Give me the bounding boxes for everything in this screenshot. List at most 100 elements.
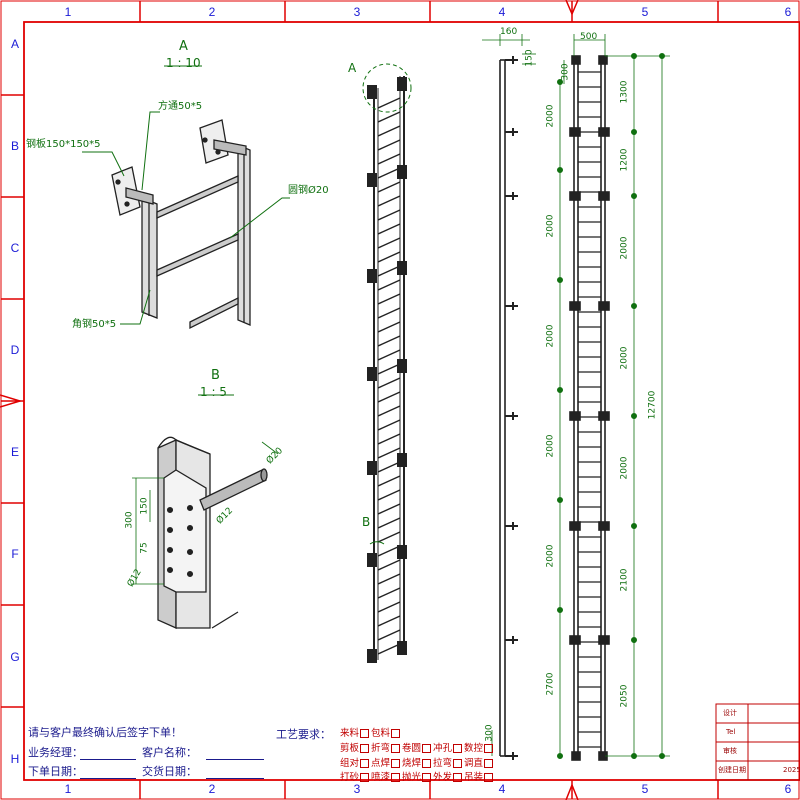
iso-rung xyxy=(377,335,401,347)
process-checkbox[interactable] xyxy=(453,744,463,754)
title-block-created: 创建日期 xyxy=(718,766,746,774)
front-dim-total: 12700 xyxy=(647,390,658,420)
detail-b-title: B xyxy=(211,368,220,383)
front-dim-dot-left xyxy=(557,386,564,393)
process-checkbox[interactable] xyxy=(484,744,494,754)
process-checkbox[interactable] xyxy=(422,744,432,754)
front-dim-dot-total xyxy=(659,53,666,60)
process-option-label: 包料 xyxy=(371,728,391,739)
row-label-g: G xyxy=(10,650,20,664)
process-option[interactable]: 抛光 xyxy=(402,773,432,783)
process-option[interactable]: 打砂 xyxy=(340,772,370,783)
row-label-e: E xyxy=(10,445,20,459)
process-option[interactable]: 数控 xyxy=(464,744,494,754)
process-checkbox[interactable] xyxy=(360,729,370,739)
detail-a-title: A xyxy=(179,39,188,54)
manager-label: 业务经理： xyxy=(28,746,83,759)
process-option[interactable]: 冲孔 xyxy=(433,744,463,754)
front-dim-dot-left xyxy=(557,79,564,86)
front-dim-right-3: 2000 xyxy=(619,236,630,260)
iso-rung xyxy=(377,321,401,333)
front-dim-dot-left xyxy=(557,607,564,614)
front-dim-right-7: 2050 xyxy=(619,684,630,708)
iso-rung xyxy=(377,363,401,375)
process-option-label: 卷圆 xyxy=(402,743,422,754)
front-dim-dot-left xyxy=(557,496,564,503)
process-checkbox[interactable] xyxy=(360,773,370,783)
side-dim-300-top: 300 xyxy=(560,63,571,81)
confirm-note: 请与客户最终确认后签字下单！ xyxy=(28,726,182,739)
front-bracket-right xyxy=(598,521,610,531)
front-dim-right-6: 2100 xyxy=(619,568,630,592)
process-checkbox[interactable] xyxy=(484,759,494,769)
iso-rung xyxy=(377,405,401,417)
col-label-2-top: 2 xyxy=(208,5,216,19)
iso-rung xyxy=(377,461,401,473)
process-option-label: 来料 xyxy=(340,728,360,739)
process-option[interactable]: 调直 xyxy=(464,759,494,769)
col-label-4-top: 4 xyxy=(498,5,506,19)
front-dim-left-1: 2000 xyxy=(545,104,556,128)
process-option[interactable]: 来料 xyxy=(340,728,370,739)
process-option[interactable]: 包料 xyxy=(371,728,401,739)
process-option-label: 打砂 xyxy=(340,772,360,783)
customer-label: 客户名称： xyxy=(142,746,197,759)
process-checkbox[interactable] xyxy=(391,759,401,769)
front-bracket-left xyxy=(569,191,581,201)
iso-bracket-left xyxy=(367,649,377,663)
process-option[interactable]: 吊装 xyxy=(464,773,494,783)
title-block-created-value: 2025 xyxy=(783,766,800,774)
process-option[interactable]: 点焊 xyxy=(371,759,401,769)
front-bracket-left xyxy=(569,635,581,645)
process-checkbox[interactable] xyxy=(360,759,370,769)
process-option[interactable]: 剪板 xyxy=(340,743,370,754)
process-checkbox[interactable] xyxy=(453,773,463,783)
process-checkbox[interactable] xyxy=(422,773,432,783)
iso-rung xyxy=(377,615,401,627)
front-dim-left-2: 2000 xyxy=(545,214,556,238)
front-bracket-right xyxy=(598,301,610,311)
process-option[interactable]: 拉弯 xyxy=(433,759,463,769)
iso-rung xyxy=(377,629,401,641)
process-checkbox[interactable] xyxy=(484,773,494,783)
process-checkbox[interactable] xyxy=(391,773,401,783)
iso-rung xyxy=(377,139,401,151)
detail-b-marker-label: B xyxy=(362,515,371,529)
front-bracket-left xyxy=(569,411,581,421)
process-checkbox[interactable] xyxy=(422,759,432,769)
process-checkbox[interactable] xyxy=(391,729,401,739)
process-checkbox[interactable] xyxy=(360,744,370,754)
iso-rung xyxy=(377,447,401,459)
process-option[interactable]: 外发 xyxy=(433,773,463,783)
front-dim-right-5: 2000 xyxy=(619,456,630,480)
process-option[interactable]: 喷漆 xyxy=(371,773,401,783)
process-option[interactable]: 烧焊 xyxy=(402,758,432,769)
col-label-3-top: 3 xyxy=(353,5,361,19)
process-checkbox[interactable] xyxy=(453,759,463,769)
front-bracket-left xyxy=(569,301,581,311)
process-option-label: 烧焊 xyxy=(402,758,422,769)
front-dim-dot-right xyxy=(631,128,638,135)
title-block-review: 审核 xyxy=(723,747,737,755)
process-option[interactable]: 组对 xyxy=(340,759,370,769)
process-option-label: 剪板 xyxy=(340,743,360,754)
col-label-4-bottom: 4 xyxy=(498,782,506,796)
title-block-design: 设计 xyxy=(723,709,737,717)
detail-b-marker-arc xyxy=(369,541,385,545)
iso-rung xyxy=(377,433,401,445)
process-checkbox[interactable] xyxy=(391,744,401,754)
col-label-5-top: 5 xyxy=(641,5,649,19)
col-label-1-bottom: 1 xyxy=(64,782,72,796)
row-label-a: A xyxy=(10,37,20,51)
detail-b-dim-300: 300 xyxy=(124,511,135,529)
iso-ladder xyxy=(362,63,412,663)
front-view-dims xyxy=(557,34,670,760)
detail-b-dim-150: 150 xyxy=(139,497,150,515)
iso-rung xyxy=(377,279,401,291)
front-dim-dot-right xyxy=(631,412,638,419)
iso-rung xyxy=(377,181,401,193)
process-option[interactable]: 卷圆 xyxy=(402,743,432,754)
iso-bracket-left xyxy=(367,461,377,475)
process-option[interactable]: 折弯 xyxy=(371,744,401,754)
